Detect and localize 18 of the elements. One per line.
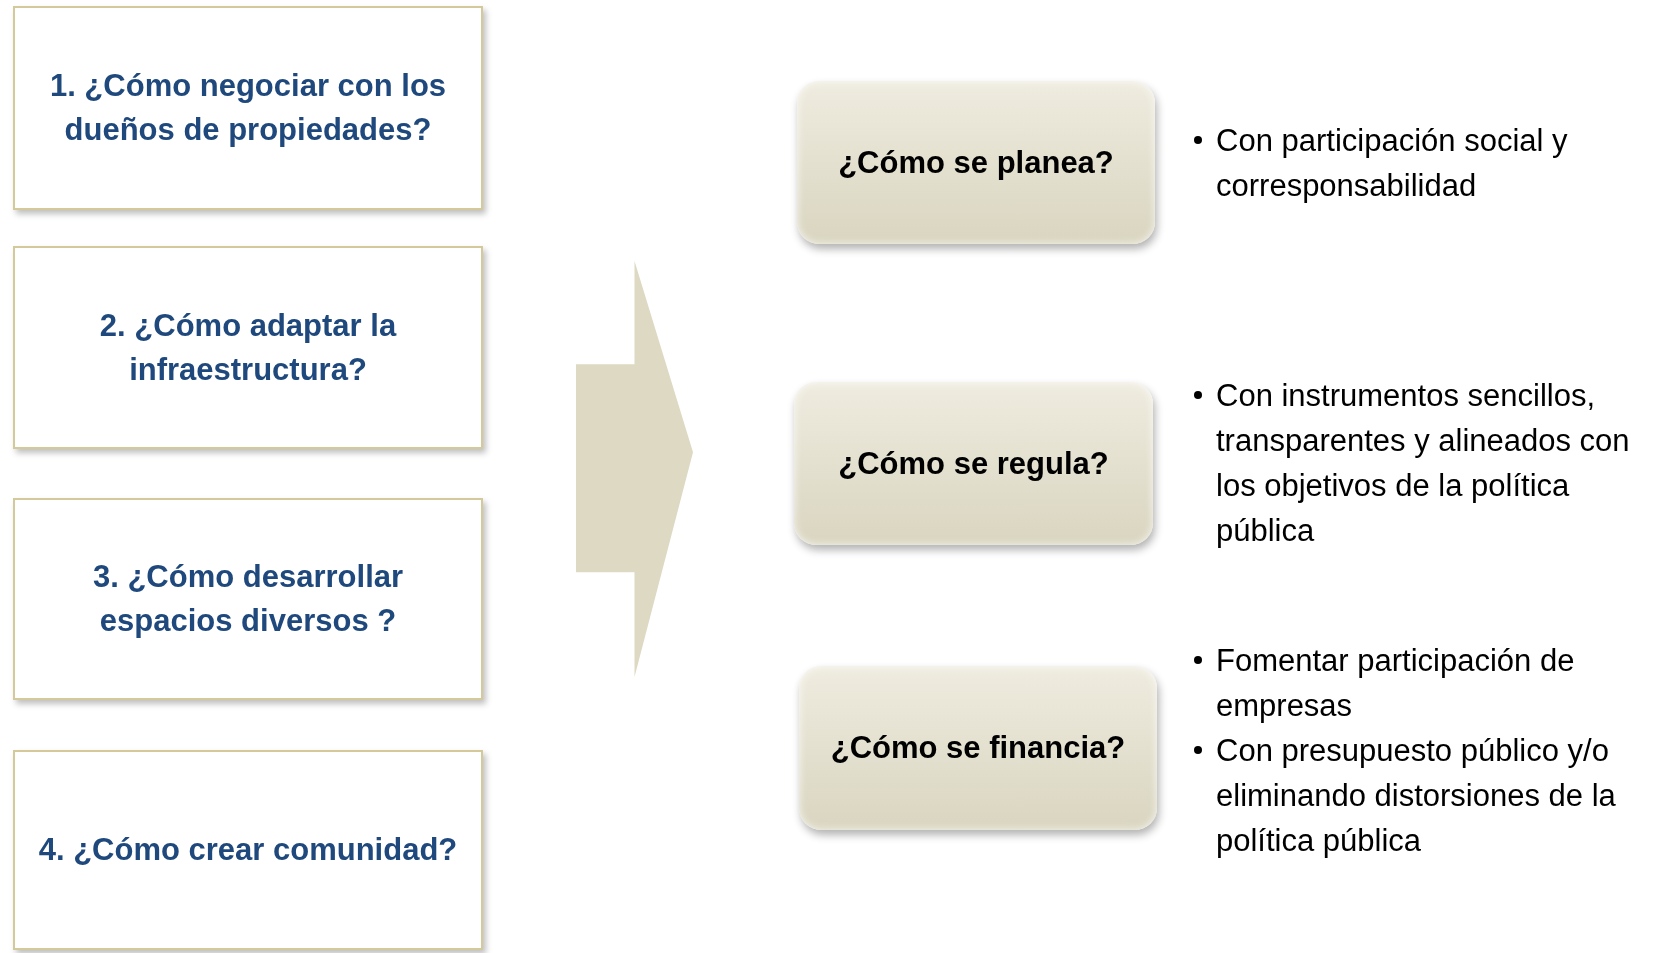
question-card	[13, 750, 483, 950]
question-text: 3. ¿Cómo desarrollar espacios diversos ?	[91, 558, 405, 640]
bullet-text: Con instrumentos sencillos, transparentes y alineados con los objetivos de la política pública	[1216, 378, 1630, 548]
question-text: 2. ¿Cómo adaptar la infraestructura?	[98, 306, 398, 389]
bullet-text: Con participación social y corresponsabilidad	[1216, 123, 1568, 203]
question-card	[13, 246, 483, 449]
question-box	[794, 382, 1153, 545]
bullet-text: Fomentar participación de empresas	[1216, 643, 1575, 723]
bullet-text: Con presupuesto público y/o eliminando distorsiones de la política pública	[1216, 733, 1616, 858]
question-card	[13, 498, 483, 700]
box-title: ¿Cómo se financia?	[830, 730, 1126, 766]
question-box	[799, 666, 1157, 830]
box-title: ¿Cómo se planea?	[838, 144, 1114, 181]
question-text: 1. ¿Cómo negociar con los dueños de propiedades?	[48, 67, 448, 149]
box-title: ¿Cómo se regula?	[838, 445, 1109, 482]
question-box	[797, 81, 1155, 244]
question-text: 4. ¿Cómo crear comunidad?	[37, 831, 459, 869]
question-card	[13, 6, 483, 210]
